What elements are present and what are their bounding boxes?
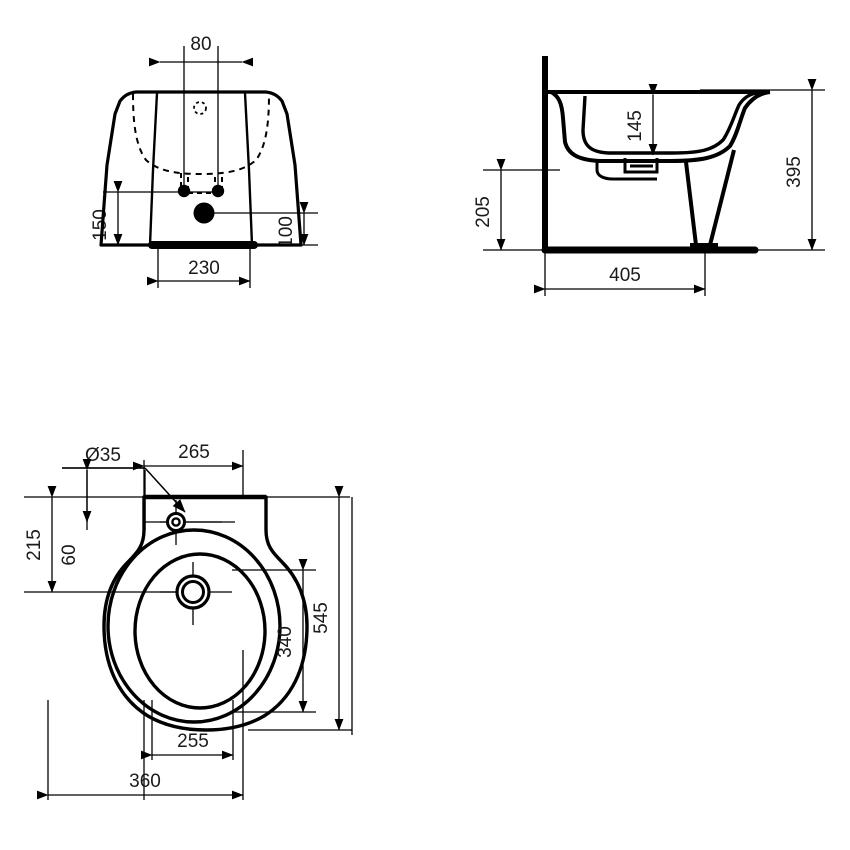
front-dim-230-label: 230 [188,258,220,279]
front-dim-80-label: 80 [190,34,211,55]
side-dim-395: 395 [784,78,817,251]
side-dim-405: 405 [533,265,706,294]
plan-tap-hole [166,512,186,532]
plan-dim-265: 265 [132,442,244,471]
plan-dim-545: 545 [311,485,344,731]
front-fixing-hole-left [177,184,191,198]
front-elevation-view: 80 150 100 230 [90,34,318,288]
front-fixing-hole-right [211,184,225,198]
front-overflow-ring-icon [193,101,207,115]
front-dim-100-label: 100 [276,216,297,248]
plan-top-view: Ø35 265 215 60 545 340 255 [24,442,353,800]
plan-dim-60-label: 60 [59,544,80,565]
plan-dim-340-label: 340 [275,626,296,658]
side-dim-205: 205 [473,158,506,251]
side-dim-145-label: 145 [625,110,646,142]
plan-dim-255-label: 255 [177,731,209,752]
side-dim-205-label: 205 [473,196,494,228]
front-waste-outlet [193,202,215,224]
side-inner-rim-band [581,91,758,155]
front-body-outline [99,90,303,247]
plan-bowl-rim-outer [106,528,282,724]
side-pedestal-leg [684,149,736,246]
plan-dim-360: 360 [36,771,244,800]
plan-dim-265-label: 265 [178,442,210,463]
front-dim-150: 150 [90,180,123,246]
plan-dim-545-label: 545 [311,602,332,634]
front-dim-100: 100 [276,201,309,248]
plan-dim-215: 215 [24,485,57,593]
side-bowl-outline [549,90,771,163]
plan-dim-255: 255 [140,731,234,760]
plan-waste-outlet [175,574,211,610]
plan-dim-d35-label: Ø35 [85,445,121,466]
plan-dim-215-label: 215 [24,529,45,561]
side-dim-395-label: 395 [784,156,805,188]
front-dim-80: 80 [148,34,254,67]
plan-dim-d35: Ø35 [62,445,186,513]
side-elevation-view: 145 395 205 405 [473,56,825,296]
front-dim-150-label: 150 [90,209,111,241]
side-outlet-detail [595,158,659,181]
front-hidden-bowl-outline [132,93,270,176]
side-dim-405-label: 405 [609,265,641,286]
front-dim-230: 230 [146,258,251,286]
plan-dim-360-label: 360 [129,771,161,792]
side-dim-145: 145 [625,83,658,156]
plan-dim-340: 340 [275,558,308,713]
plan-dim-d35-leader [144,467,186,513]
plan-dim-60: 60 [59,458,92,566]
plan-body-outline [102,495,309,732]
front-inner-edges [148,92,254,246]
plan-bowl-rim-inner [133,552,267,710]
